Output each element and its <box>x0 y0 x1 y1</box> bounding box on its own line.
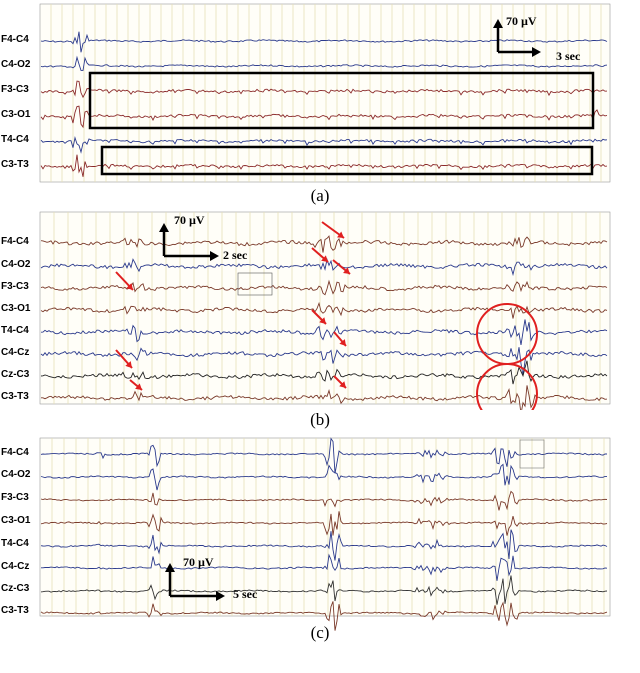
channel-label: C3-T3 <box>1 159 29 170</box>
amplitude-scale-label: 70 µV <box>174 213 205 227</box>
channel-label: C4-O2 <box>1 259 31 270</box>
eeg-channel-trace <box>40 105 608 129</box>
calibration-marker <box>237 272 273 296</box>
channel-label: C3-T3 <box>1 391 29 402</box>
eeg-channel-trace <box>40 301 608 319</box>
red-arrowhead-icon <box>343 267 350 274</box>
arrow-right-icon <box>216 591 225 601</box>
eeg-channel-trace <box>40 154 608 177</box>
eeg-channel-trace <box>40 31 608 53</box>
channel-label: C4-O2 <box>1 469 31 480</box>
channel-label: T4-C4 <box>1 134 29 145</box>
eeg-channel-trace <box>40 463 607 491</box>
red-arrowhead-icon <box>125 361 132 368</box>
channel-label: Cz-C3 <box>1 583 30 594</box>
eeg-trace-c <box>39 437 611 631</box>
eeg-channel-trace <box>40 490 608 511</box>
channel-label: C4-Cz <box>1 347 30 358</box>
red-arrowhead-icon <box>321 255 328 262</box>
channel-label: F4-C4 <box>1 34 29 45</box>
channel-label: F3-C3 <box>1 492 29 503</box>
highlight-box <box>88 71 595 130</box>
highlight-box <box>100 145 594 176</box>
time-scale-label: 2 sec <box>223 248 248 262</box>
channel-label: C3-T3 <box>1 605 29 616</box>
eeg-channel-trace <box>40 136 608 154</box>
eeg-channel-trace <box>40 601 608 631</box>
panel-caption-c: (c) <box>310 623 330 642</box>
red-arrowhead-icon <box>319 317 326 324</box>
channel-label: C3-O1 <box>1 303 31 314</box>
channel-label: C3-O1 <box>1 109 31 120</box>
eeg-channel-trace <box>41 553 608 581</box>
channel-label: F4-C4 <box>1 236 29 247</box>
eeg-channel-trace <box>41 385 608 410</box>
panel-a: F4-C4 C4-O2 F3-C3 C3-O1 T4-C4 C3-T3 70 µ… <box>0 0 640 205</box>
eeg-channel-trace <box>40 437 607 474</box>
amplitude-scale-label: 70 µV <box>183 555 214 569</box>
red-arrowhead-icon <box>135 383 142 390</box>
eeg-channel-trace <box>40 55 608 71</box>
trace-area <box>39 211 611 405</box>
time-scale-label: 3 sec <box>556 49 581 63</box>
eeg-channel-trace <box>40 279 608 296</box>
eeg-channel-trace <box>40 575 608 605</box>
channel-label: F4-C4 <box>1 447 29 458</box>
channel-label: T4-C4 <box>1 325 29 336</box>
red-arrowhead-icon <box>339 339 346 346</box>
arrow-right-icon <box>210 251 219 261</box>
red-arrowhead-icon <box>337 231 344 238</box>
trace-area <box>39 3 611 183</box>
channel-label: C4-Cz <box>1 561 30 572</box>
arrow-up-icon <box>493 19 503 28</box>
eeg-trace-a <box>39 3 611 183</box>
eeg-channel-trace <box>40 319 608 345</box>
arrow-up-icon <box>159 223 169 232</box>
channel-label: F3-C3 <box>1 281 29 292</box>
arrow-up-icon <box>165 563 175 572</box>
eeg-channel-trace <box>40 257 608 277</box>
panel-c: F4-C4 C4-O2 F3-C3 C3-O1 T4-C4 C4-Cz Cz-C… <box>0 436 640 642</box>
calibration-marker <box>519 439 545 469</box>
eeg-channel-trace <box>40 360 608 385</box>
eeg-channel-trace <box>40 529 608 561</box>
channel-label: F3-C3 <box>1 84 29 95</box>
red-arrowhead-icon <box>126 283 133 290</box>
channel-label: C3-O1 <box>1 515 31 526</box>
eeg-trace-b <box>39 211 611 410</box>
amplitude-scale-label: 70 µV <box>506 14 537 28</box>
panel-b: F4-C4 C4-O2 F3-C3 C3-O1 T4-C4 C4-Cz Cz-C… <box>0 210 640 429</box>
eeg-channel-trace <box>40 235 608 253</box>
arrow-right-icon <box>532 47 541 57</box>
channel-label: Cz-C3 <box>1 369 30 380</box>
eeg-channel-trace <box>40 80 608 99</box>
panel-caption-a: (a) <box>310 186 330 205</box>
panel-caption-b: (b) <box>310 410 330 429</box>
channel-label: C4-O2 <box>1 59 31 70</box>
red-circle-annotation <box>476 363 538 410</box>
channel-label: T4-C4 <box>1 538 29 549</box>
red-arrowhead-icon <box>339 381 346 388</box>
time-scale-label: 5 sec <box>233 587 258 601</box>
eeg-channel-trace <box>40 347 608 376</box>
eeg-channel-trace <box>40 511 608 536</box>
